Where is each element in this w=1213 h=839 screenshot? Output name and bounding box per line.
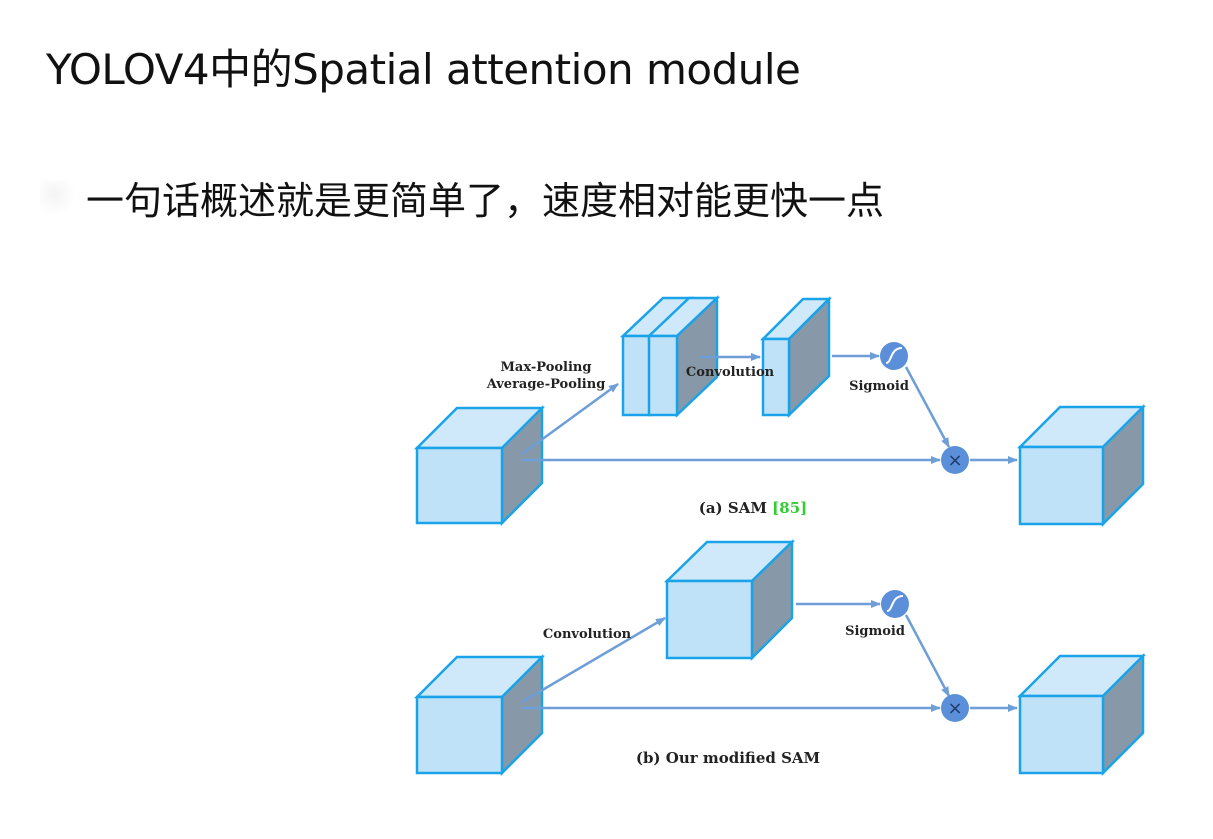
sam-caption-ref: [85] xyxy=(772,499,807,517)
sigmoid-curve-icon xyxy=(886,595,904,612)
bullet-text: 一句话概述就是更简单了，速度相对能更快一点 xyxy=(86,179,885,223)
sam-output-cube xyxy=(1016,403,1147,528)
multiply-icon: × xyxy=(947,450,962,471)
modified-sam-conv-label: Convolution xyxy=(543,627,632,642)
sam-multiply-node: × xyxy=(941,446,969,474)
modified-sam-output-cube xyxy=(1016,652,1147,777)
sam-arrows xyxy=(521,352,1018,464)
sigmoid-curve-icon xyxy=(885,347,903,364)
sam-sigmoid-label: Sigmoid xyxy=(849,379,909,394)
sam-caption: (a) SAM [85] xyxy=(699,499,808,517)
modified-sam-arrows xyxy=(521,600,1018,712)
bullet-marker xyxy=(40,179,76,216)
modified-sam-sigmoid-node xyxy=(881,590,909,618)
modified-sam-input-cube xyxy=(413,653,546,777)
bullet-item: 一句话概述就是更简单了，速度相对能更快一点 xyxy=(40,170,884,225)
sam-conv-output xyxy=(759,295,833,418)
modified-sam-conv-output xyxy=(663,539,796,662)
modified-sam-caption: (b) Our modified SAM xyxy=(636,749,820,767)
modified-sam-multiply-node: × xyxy=(941,694,969,722)
sam-sigmoid-node xyxy=(880,342,908,370)
page-title: YOLOV4中的Spatial attention module xyxy=(46,45,801,94)
sam-conv-label: Convolution xyxy=(686,365,775,380)
sam-avgpool-label: Average-Pooling xyxy=(486,377,606,392)
multiply-icon: × xyxy=(947,698,962,719)
sam-input-cube xyxy=(413,404,546,527)
modified-sam-sigmoid-label: Sigmoid xyxy=(845,624,905,639)
sam-maxpool-label: Max-Pooling xyxy=(501,360,592,375)
sam-pooled-maps xyxy=(619,295,721,418)
sam-caption-text: (a) SAM xyxy=(699,499,772,517)
